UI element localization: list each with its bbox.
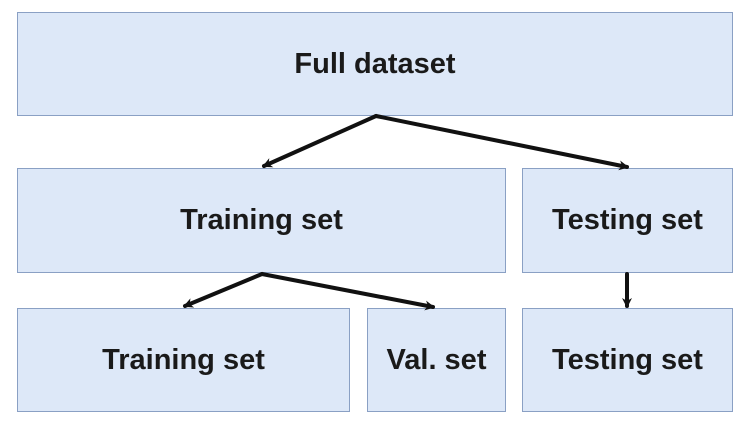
validation-set-label: Val. set xyxy=(386,343,487,376)
arrow-full-to-training xyxy=(262,114,378,168)
training-set-label: Training set xyxy=(180,204,343,236)
arrow-training-to-training-subset xyxy=(183,272,264,308)
arrow-training-to-val xyxy=(260,272,435,311)
arrow-full-to-testing xyxy=(374,114,629,171)
training-subset-node: Training set xyxy=(17,308,350,412)
testing-set-label: Testing set xyxy=(552,204,703,236)
training-subset-label: Training set xyxy=(102,343,265,376)
testing-subset-node: Testing set xyxy=(522,308,733,412)
validation-set-node: Val. set xyxy=(367,308,506,412)
testing-set-node: Testing set xyxy=(522,168,733,273)
testing-subset-label: Testing set xyxy=(552,343,703,376)
full-dataset-node: Full dataset xyxy=(17,12,733,116)
full-dataset-label: Full dataset xyxy=(294,47,456,80)
training-set-node: Training set xyxy=(17,168,506,273)
